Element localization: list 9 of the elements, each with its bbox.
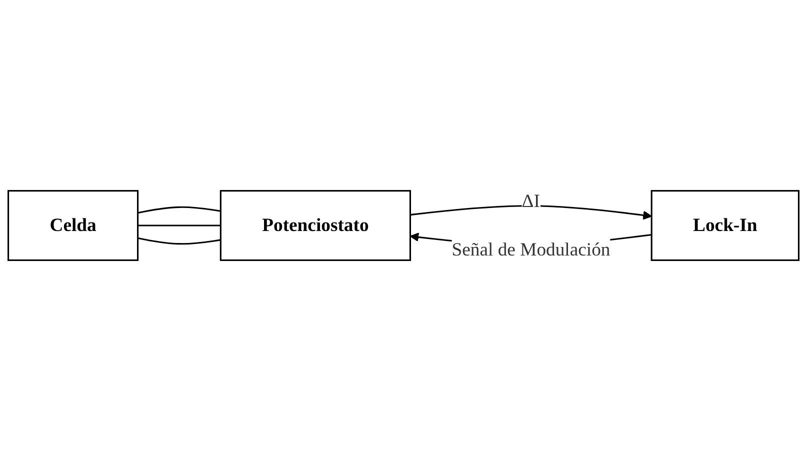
edge-label: Señal de Modulación: [452, 238, 610, 260]
node-box: Lock-In: [650, 190, 800, 261]
edge-label: ΔI: [522, 190, 540, 211]
connector: [138, 206, 221, 214]
connector: [138, 237, 221, 245]
node-box: Celda: [8, 190, 139, 261]
connector: [138, 224, 221, 226]
arrow: [410, 205, 652, 220]
node-box: Potenciostato: [220, 190, 412, 261]
